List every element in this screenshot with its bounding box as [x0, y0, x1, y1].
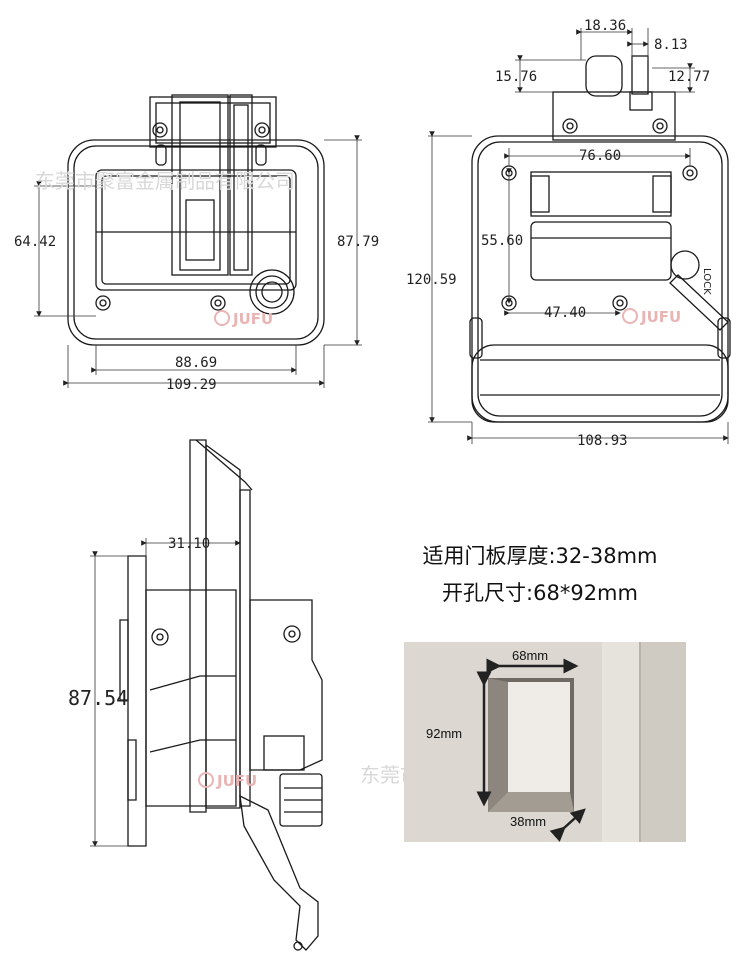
cutout-photo: 68mm 92mm 38mm — [404, 642, 686, 842]
cutout-size-spec: 开孔尺寸:68*92mm — [442, 581, 638, 605]
photo-width-label: 68mm — [512, 648, 548, 663]
photo-depth-label: 38mm — [510, 814, 546, 829]
watermark-logo-text-1: JUFU — [232, 310, 273, 328]
photo-height-label: 92mm — [426, 726, 462, 741]
rear-overall-height-label: 120.59 — [406, 272, 457, 288]
watermark-logo: JUFU JUFU JUFU — [198, 308, 681, 790]
rear-hole-span-bottom-label: 47.40 — [544, 305, 586, 321]
rear-view — [469, 55, 731, 423]
side-depth-label: 31.10 — [168, 536, 210, 552]
watermark-company-top: 东莞市聚富金属制品有限公司 — [35, 169, 295, 193]
rear-key-label: LOCK — [701, 268, 712, 295]
panel-thickness-spec: 适用门板厚度:32-38mm — [422, 544, 658, 568]
rear-top-offset-left-label: 18.36 — [584, 18, 626, 34]
watermark-logo-text-3: JUFU — [216, 772, 257, 790]
side-view — [119, 439, 323, 951]
front-width-outer-label: 109.29 — [166, 377, 217, 393]
rear-hole-span-top-label: 76.60 — [579, 148, 621, 164]
watermark-logo-text-2: JUFU — [640, 308, 681, 326]
rear-hole-span-vertical-label: 55.60 — [481, 233, 523, 249]
rear-overall-width-label: 108.93 — [577, 433, 628, 449]
side-height-label: 87.54 — [68, 686, 128, 710]
front-height-outer-label: 87.79 — [337, 234, 379, 250]
front-width-holes-label: 88.69 — [175, 355, 217, 371]
front-view — [67, 94, 325, 346]
front-height-holes-label: 64.42 — [14, 234, 56, 250]
rear-top-height-left-label: 15.76 — [495, 69, 537, 85]
rear-top-offset-right-label: 8.13 — [654, 37, 688, 53]
rear-top-height-right-label: 12.77 — [668, 69, 710, 85]
rear-dimensions — [428, 28, 729, 444]
front-dimensions — [34, 135, 362, 388]
side-dimensions — [90, 538, 241, 847]
